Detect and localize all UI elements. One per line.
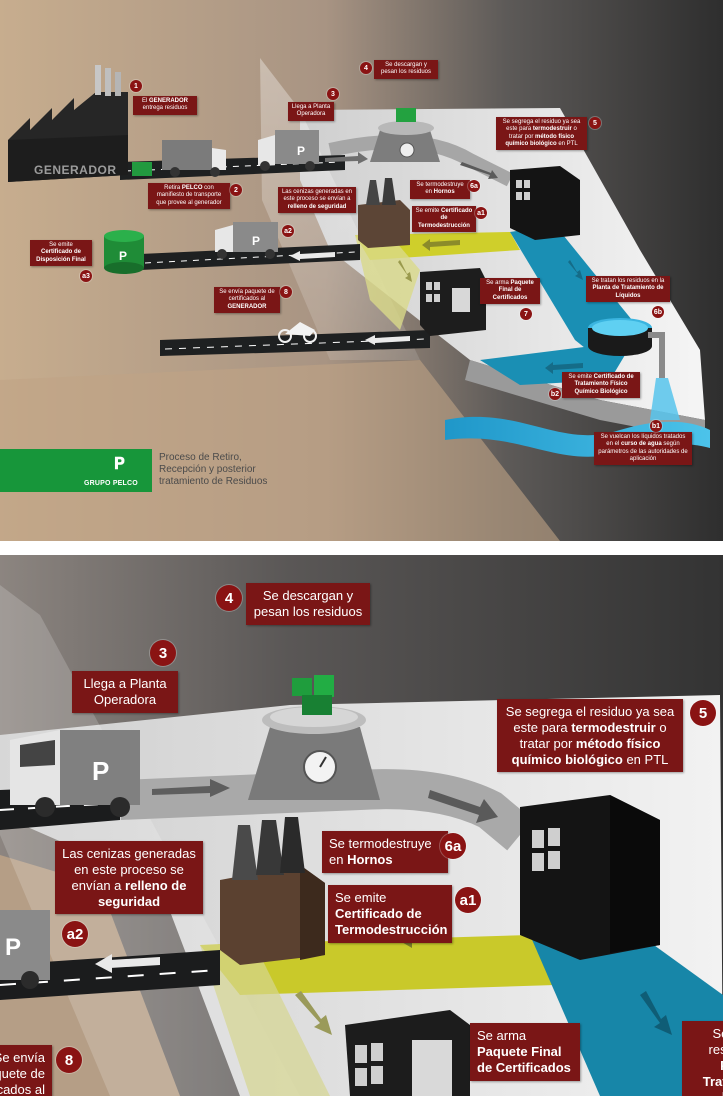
tank-icon <box>588 318 665 378</box>
detail-step-6a-label: Se termodestruye en Hornos <box>322 831 448 873</box>
furnace-icon <box>220 817 325 965</box>
detail-step-a2-label: Las cenizas generadas en este proceso se… <box>55 841 203 915</box>
step-7-number: 7 <box>520 308 532 320</box>
scale-icon <box>248 675 380 800</box>
building-icon <box>510 166 580 240</box>
detail-step-4-number: 4 <box>216 585 242 611</box>
motorcycle-icon <box>278 322 317 343</box>
step-8-label: Se envía paquete de certificados al GENE… <box>214 287 280 313</box>
step-2-number: 2 <box>230 184 242 196</box>
step-2-label: Retira PELCO con manifiesto de transport… <box>148 183 230 209</box>
step-5-label: Se segrega el residuo ya sea este para t… <box>496 117 587 151</box>
detail-step-7-label: Se arma Paquete Final de Certificados <box>470 1023 580 1081</box>
factory-icon <box>8 65 128 182</box>
brand-bar <box>0 449 152 492</box>
detail-step-a2-number: a2 <box>62 921 88 947</box>
step-1-label: El GENERADOR entrega residuos <box>133 96 197 115</box>
footer-line: Recepción y posterior <box>159 464 256 475</box>
svg-text:P: P <box>119 249 127 263</box>
footer-line: Proceso de Retiro, <box>159 452 242 463</box>
step-b2-number: b2 <box>549 388 561 400</box>
step-6a-number: 6a <box>468 180 480 192</box>
step-b1-label: Se vuelcan los líquidos tratados en el c… <box>594 432 692 466</box>
svg-text:P: P <box>92 756 109 786</box>
detail-step-5-number: 5 <box>690 700 716 726</box>
detail-step-5-label: Se segrega el residuo ya sea este para t… <box>497 699 683 773</box>
scale-icon <box>370 108 440 162</box>
detail-panel: P P <box>0 555 723 1096</box>
step-1-number: 1 <box>130 80 142 92</box>
building-icon <box>520 795 660 960</box>
step-3-number: 3 <box>327 88 339 100</box>
step-a3-number: a3 <box>80 270 92 282</box>
step-a2-number: a2 <box>282 225 294 237</box>
truck-icon: P <box>10 730 140 817</box>
overview-panel: P P P <box>0 0 723 541</box>
step-a2-label: Las cenizas generadas en este proceso se… <box>278 187 356 213</box>
step-a1-number: a1 <box>475 207 487 219</box>
svg-text:P: P <box>252 234 260 248</box>
detail-step-8-label-cut: Se envía paquete de certificados al GENE… <box>0 1045 52 1096</box>
furnace-icon <box>358 178 410 248</box>
step-b1-number: b1 <box>650 420 662 432</box>
water-icon <box>650 378 680 420</box>
detail-step-3-number: 3 <box>150 640 176 666</box>
detail-step-6b-label-cut: Se tratan los residuos en la Planta de T… <box>682 1021 723 1096</box>
step-a3-label: Se emite Certificado de Disposición Fina… <box>30 240 92 266</box>
factory-label: GENERADOR <box>34 163 117 177</box>
step-8-number: 8 <box>280 286 292 298</box>
step-3-label: Llega a Planta Operadora <box>288 102 334 121</box>
brand-name: GRUPO PELCO <box>84 480 138 487</box>
truck-icon <box>162 140 226 177</box>
detail-step-a1-number: a1 <box>455 887 481 913</box>
footer-line: tratamiento de Residuos <box>159 476 268 487</box>
step-6b-number: 6b <box>652 306 664 318</box>
step-5-number: 5 <box>589 117 601 129</box>
pelco-logo: 𝐏 <box>114 456 125 473</box>
step-4-label: Se descargan y pesan los residuos <box>374 60 438 79</box>
svg-text:P: P <box>297 144 305 158</box>
detail-step-4-label: Se descargan y pesan los residuos <box>246 583 370 625</box>
step-7-label: Se arma Paquete Final de Certificados <box>480 278 540 304</box>
overview-drawing: P P P <box>0 0 723 541</box>
detail-step-8-number: 8 <box>56 1047 82 1073</box>
svg-text:P: P <box>5 934 21 961</box>
step-b2-label: Se emite Certificado de Tratamiento Físi… <box>562 372 640 398</box>
step-6b-label: Se tratan los residuos en la Planta de T… <box>586 276 670 302</box>
detail-step-a1-label: Se emite Certificado de Termodestrucción <box>328 885 452 943</box>
footer-caption: Proceso de Retiro, Recepción y posterior… <box>159 452 267 488</box>
detail-step-6a-number: 6a <box>440 833 466 859</box>
detail-drawing: P P <box>0 555 723 1096</box>
step-6a-label: Se termodestruye en Hornos <box>410 180 470 199</box>
detail-step-3-label: Llega a Planta Operadora <box>72 671 178 713</box>
step-a1-label: Se emite Certificado de Termodestrucción <box>412 206 476 232</box>
step-4-number: 4 <box>360 62 372 74</box>
